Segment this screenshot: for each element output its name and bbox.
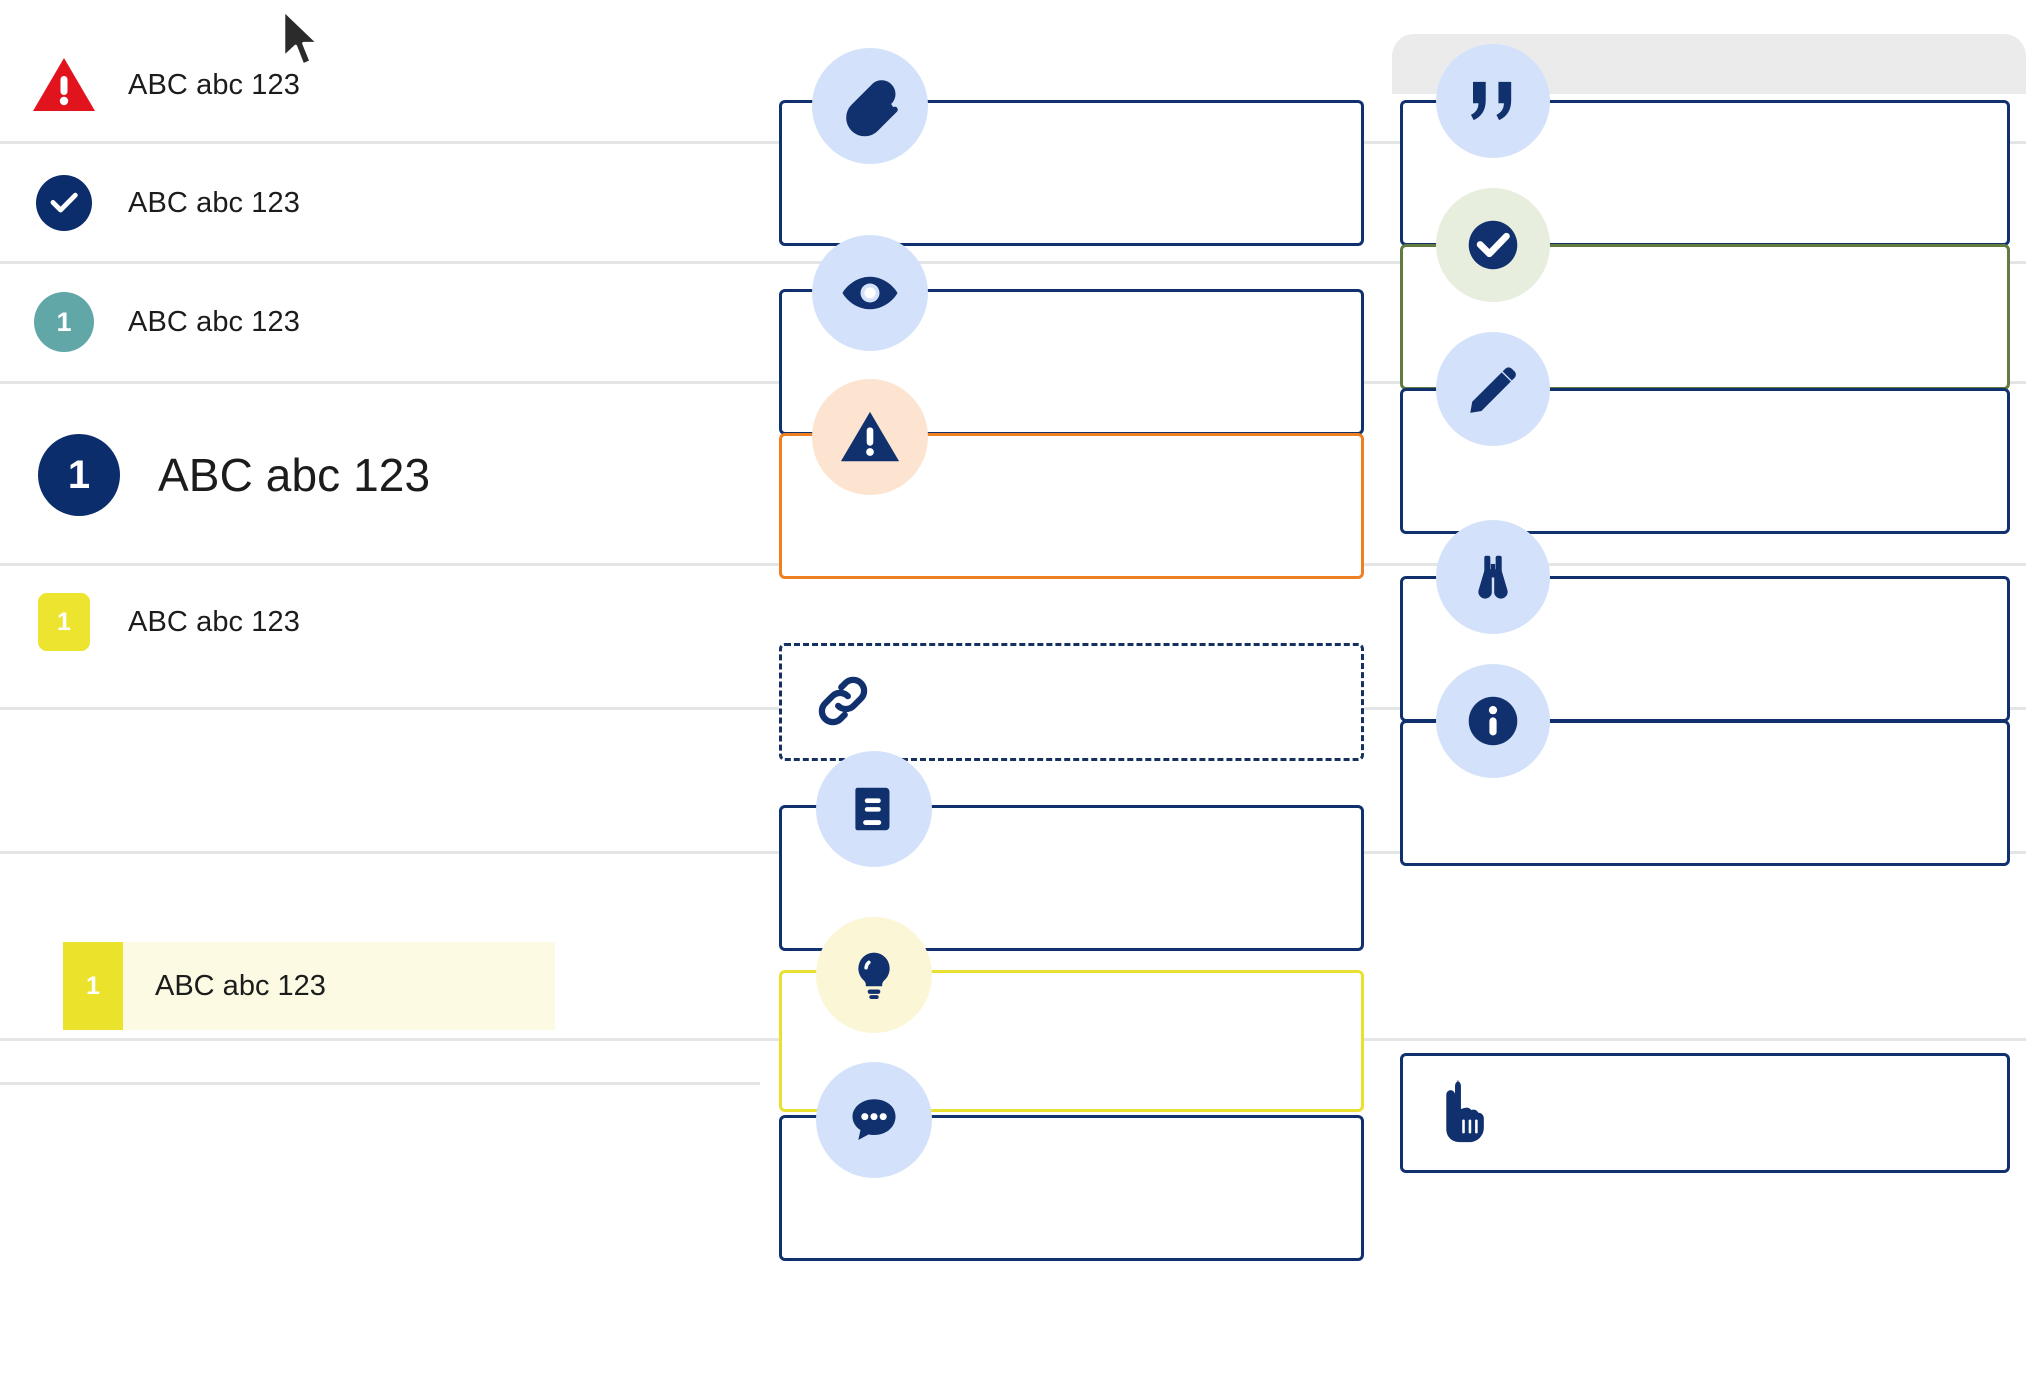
card-link[interactable]	[779, 643, 1364, 761]
chat-bubble-icon	[816, 1062, 932, 1178]
legend-item-selected[interactable]: 1 ABC abc 123	[63, 942, 555, 1030]
number-circle-icon: 1	[38, 434, 120, 516]
legend-item-teal-counter[interactable]: 1 ABC abc 123	[0, 292, 760, 352]
chain-link-icon	[812, 672, 874, 735]
number-square-icon: 1	[63, 942, 123, 1030]
legend-item-label: ABC abc 123	[155, 969, 326, 1002]
pencil-icon	[1436, 332, 1550, 446]
eye-icon	[812, 235, 928, 351]
legend-item-yellow-tag[interactable]: 1 ABC abc 123	[0, 593, 760, 651]
lightbulb-icon	[816, 917, 932, 1033]
legend-item-danger[interactable]: ABC abc 123	[0, 54, 760, 116]
legend-item-success[interactable]: ABC abc 123	[0, 174, 760, 232]
legend-list: ABC abc 123 ABC abc 123 1 ABC abc 123 1 …	[0, 0, 760, 1392]
legend-item-label: ABC abc 123	[128, 605, 300, 638]
paperclip-icon	[812, 48, 928, 164]
card-action[interactable]	[1400, 1053, 2010, 1173]
legend-item-label: ABC abc 123	[128, 186, 300, 219]
legend-item-label: ABC abc 123	[128, 68, 300, 101]
divider-rule	[0, 1082, 760, 1085]
number-square-icon: 1	[38, 593, 90, 651]
legend-item-navy-step[interactable]: 1 ABC abc 123	[0, 434, 760, 516]
check-circle-icon	[36, 175, 92, 231]
binoculars-icon	[1436, 520, 1550, 634]
divider-rule	[0, 261, 2026, 264]
book-icon	[816, 751, 932, 867]
legend-item-label: ABC abc 123	[128, 305, 300, 338]
legend-item-label: ABC abc 123	[158, 449, 431, 501]
warning-triangle-icon	[32, 56, 96, 114]
number-circle-icon: 1	[34, 292, 94, 352]
check-circle-icon	[1436, 188, 1550, 302]
quotation-marks-icon	[1436, 44, 1550, 158]
pointing-hand-icon	[1432, 1075, 1494, 1152]
info-circle-icon	[1436, 664, 1550, 778]
mouse-pointer-icon	[278, 8, 324, 70]
warning-triangle-icon	[812, 379, 928, 495]
